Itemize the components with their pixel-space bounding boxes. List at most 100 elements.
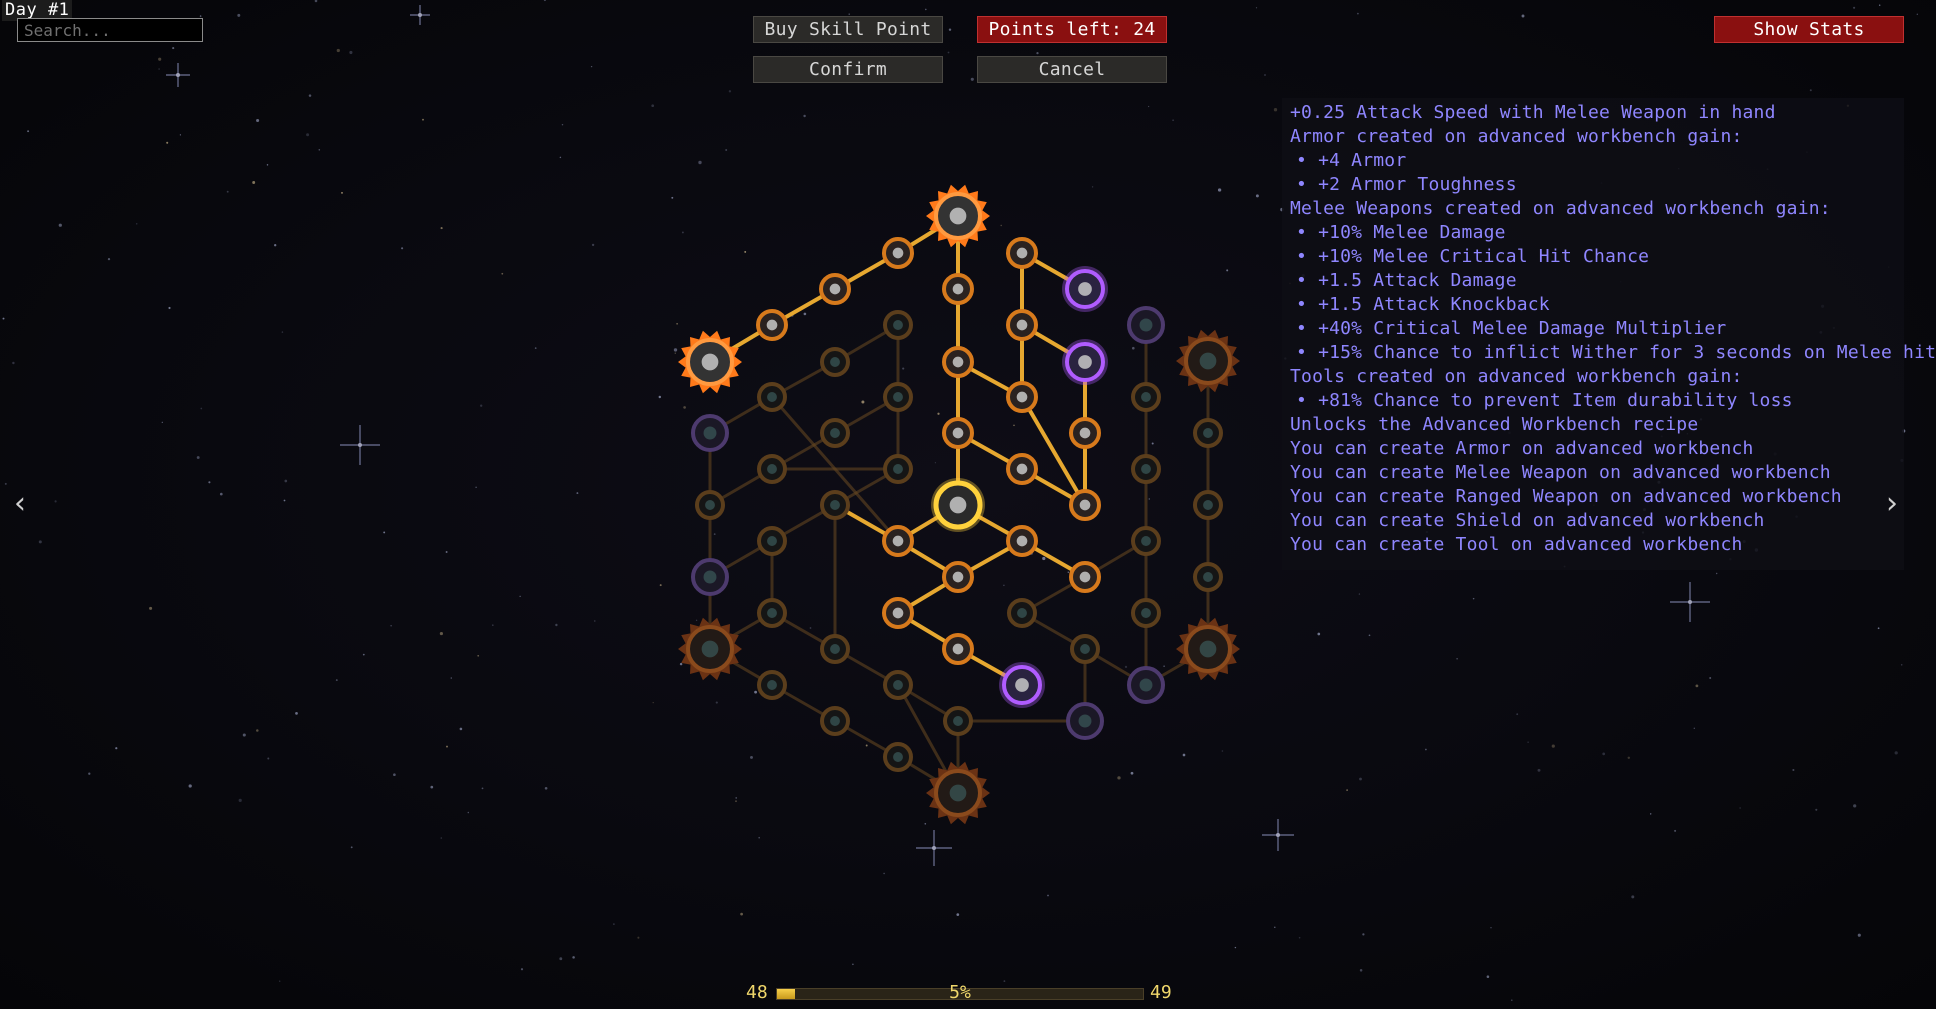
star-dot bbox=[135, 223, 138, 225]
star-dot bbox=[658, 395, 662, 399]
tooltip-bullet-line: • +81% Chance to prevent Item durability… bbox=[1296, 390, 1793, 411]
skill-node-skull[interactable] bbox=[942, 561, 974, 593]
skill-node-dagger[interactable] bbox=[1006, 309, 1038, 341]
star-dot bbox=[161, 421, 163, 423]
skill-node-locked[interactable] bbox=[1131, 382, 1161, 412]
skill-node-dagger[interactable] bbox=[942, 273, 974, 305]
skill-node-locked[interactable] bbox=[757, 382, 787, 412]
buy-skill-point-button[interactable]: Buy Skill Point bbox=[753, 16, 943, 43]
skill-node-locked[interactable] bbox=[820, 706, 850, 736]
star-dot bbox=[88, 772, 91, 775]
star-dot bbox=[238, 798, 242, 802]
skill-node-selected-skull[interactable] bbox=[931, 478, 985, 532]
skill-node-locked[interactable] bbox=[943, 706, 973, 736]
skill-node-locked[interactable] bbox=[820, 634, 850, 664]
skill-node-sword[interactable] bbox=[882, 237, 914, 269]
skill-node-locked[interactable] bbox=[1007, 598, 1037, 628]
skill-node-locked[interactable] bbox=[757, 598, 787, 628]
skill-node-purple-locked[interactable] bbox=[691, 558, 729, 596]
star-dot bbox=[659, 584, 662, 587]
skill-node-locked[interactable] bbox=[1131, 526, 1161, 556]
skill-node-gold-skull[interactable] bbox=[942, 417, 974, 449]
star-dot bbox=[544, 786, 548, 790]
skill-node-shield-keystone[interactable] bbox=[926, 761, 990, 825]
skill-node-locked[interactable] bbox=[1131, 598, 1161, 628]
star-dot bbox=[852, 963, 854, 966]
skill-node-locked[interactable] bbox=[1070, 634, 1100, 664]
skill-node-purple-locked[interactable] bbox=[1066, 702, 1104, 740]
skill-node-dagger[interactable] bbox=[1006, 237, 1038, 269]
skill-node-skull[interactable] bbox=[1069, 561, 1101, 593]
skill-node-axe[interactable] bbox=[1069, 489, 1101, 521]
skill-node-sword-keystone[interactable] bbox=[926, 184, 990, 248]
skill-node-locked[interactable] bbox=[883, 670, 913, 700]
star-dot bbox=[559, 957, 563, 961]
skill-node-locked-keystone[interactable] bbox=[678, 617, 742, 681]
skill-node-locked[interactable] bbox=[1131, 454, 1161, 484]
skill-node-red-sword-keystone[interactable] bbox=[678, 330, 742, 394]
star-dot bbox=[1226, 269, 1229, 272]
skill-node-skull[interactable] bbox=[942, 633, 974, 665]
chevron-left-icon[interactable]: ‹ bbox=[14, 486, 26, 521]
star-dot bbox=[401, 247, 404, 250]
star-dot bbox=[519, 595, 521, 597]
star-dot bbox=[1182, 753, 1186, 757]
star-dot bbox=[349, 50, 353, 55]
skill-node-locked[interactable] bbox=[757, 454, 787, 484]
skill-node-purple-locked[interactable] bbox=[1127, 666, 1165, 704]
star-dot bbox=[1739, 807, 1741, 809]
star-dot bbox=[1359, 969, 1363, 972]
skill-node-sword[interactable] bbox=[819, 273, 851, 305]
skill-node-locked[interactable] bbox=[1193, 562, 1223, 592]
skill-node-locked[interactable] bbox=[1193, 490, 1223, 520]
star-dot bbox=[1047, 894, 1049, 897]
chevron-right-icon[interactable]: › bbox=[1886, 486, 1898, 521]
cancel-button[interactable]: Cancel bbox=[977, 56, 1167, 83]
star-dot bbox=[1916, 13, 1918, 15]
skill-node-purple-dagger[interactable] bbox=[1062, 266, 1108, 312]
skill-node-skull[interactable] bbox=[882, 525, 914, 557]
star-dot bbox=[956, 913, 960, 916]
star-dot bbox=[422, 118, 424, 121]
skill-node-locked[interactable] bbox=[695, 490, 725, 520]
skill-node-purple-locked[interactable] bbox=[1127, 306, 1165, 344]
skill-node-locked[interactable] bbox=[883, 454, 913, 484]
skill-node-locked[interactable] bbox=[820, 490, 850, 520]
skill-node-locked[interactable] bbox=[757, 526, 787, 556]
skill-node-skull[interactable] bbox=[882, 597, 914, 629]
skill-node-dagger[interactable] bbox=[942, 346, 974, 378]
star-dot bbox=[1456, 657, 1458, 660]
skill-node-locked[interactable] bbox=[883, 742, 913, 772]
skill-node-locked[interactable] bbox=[820, 347, 850, 377]
star-dot bbox=[750, 755, 753, 759]
skill-node-locked[interactable] bbox=[1193, 418, 1223, 448]
skill-node-locked-keystone[interactable] bbox=[1176, 329, 1240, 393]
star-dot bbox=[166, 141, 169, 144]
star-dot bbox=[242, 733, 246, 737]
xp-progress-fill bbox=[777, 989, 796, 999]
confirm-button[interactable]: Confirm bbox=[753, 56, 943, 83]
skill-node-locked[interactable] bbox=[883, 382, 913, 412]
skill-node-locked[interactable] bbox=[883, 310, 913, 340]
star-dot bbox=[252, 181, 256, 184]
skill-node-purple-skull[interactable] bbox=[999, 662, 1045, 708]
show-stats-button[interactable]: Show Stats bbox=[1714, 16, 1904, 43]
skill-node-skull[interactable] bbox=[1006, 525, 1038, 557]
skill-node-dagger[interactable] bbox=[1006, 453, 1038, 485]
star-dot bbox=[673, 348, 678, 352]
star-dot bbox=[534, 347, 537, 349]
skill-node-dagger[interactable] bbox=[1006, 381, 1038, 413]
skill-node-locked[interactable] bbox=[820, 418, 850, 448]
search-input[interactable] bbox=[17, 18, 203, 42]
star-dot bbox=[341, 191, 343, 194]
star-dot bbox=[283, 499, 286, 502]
star-dot bbox=[1362, 933, 1365, 936]
skill-node-sword[interactable] bbox=[756, 309, 788, 341]
skill-node-purple-locked[interactable] bbox=[691, 414, 729, 452]
star-dot bbox=[1036, 51, 1039, 55]
skill-node-locked[interactable] bbox=[757, 670, 787, 700]
skill-node-axe[interactable] bbox=[1069, 417, 1101, 449]
skill-node-locked-keystone[interactable] bbox=[1176, 617, 1240, 681]
skill-node-purple-axe[interactable] bbox=[1062, 339, 1108, 385]
star-dot bbox=[590, 65, 593, 68]
